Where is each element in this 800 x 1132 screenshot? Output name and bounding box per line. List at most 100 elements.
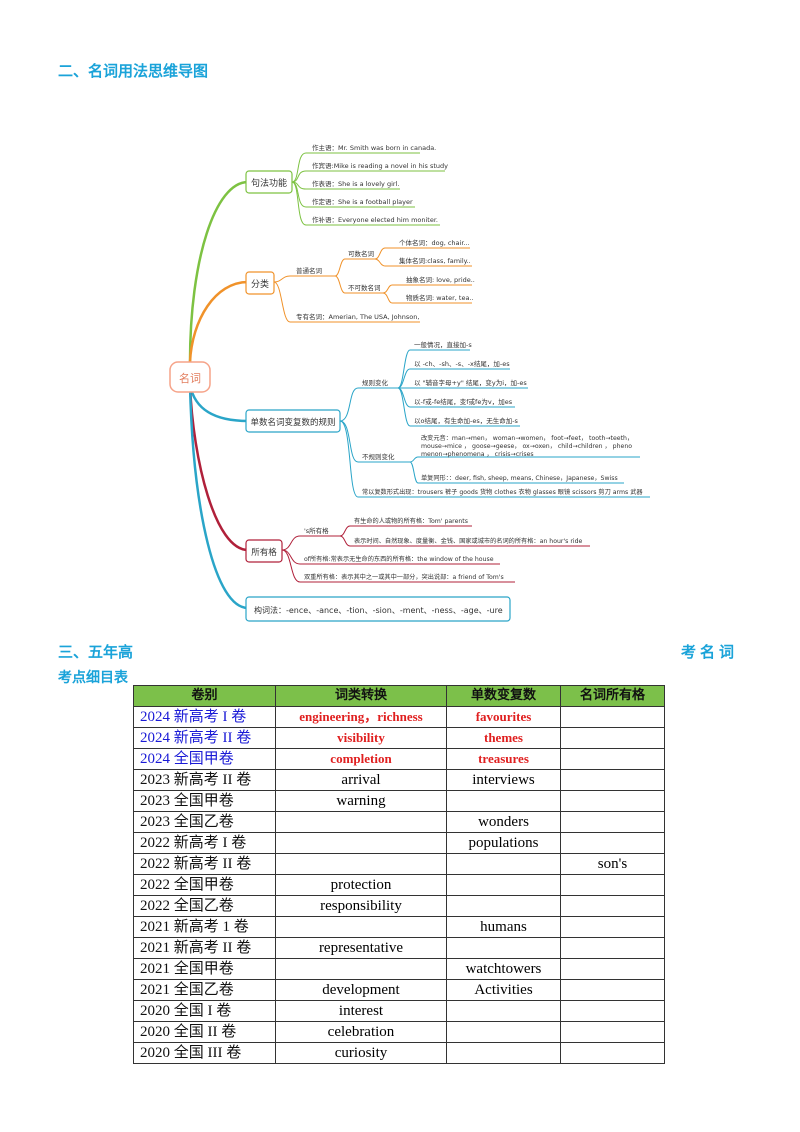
possessive-cell (560, 811, 665, 833)
irregular-change-label: 不规则变化 (362, 452, 395, 461)
conversion-cell: completion (275, 748, 447, 770)
plural-cell: watchtowers (446, 958, 561, 980)
syntax-item-5: 作补语：Everyone elected him moniter. (312, 215, 438, 224)
abstract-noun: 抽象名词: love, pride.. (406, 275, 475, 284)
plural-cell (446, 874, 561, 896)
possessive-cell (560, 790, 665, 812)
year-cell: 2024 新高考 I 卷 (133, 706, 276, 728)
irregular-rule-1: 改变元音：man→men， woman→women， foot→feet， to… (421, 434, 633, 442)
year-cell: 2022 新高考 I 卷 (133, 832, 276, 854)
possessive-cell (560, 916, 665, 938)
table-row: 2021 新高考 1 卷 humans (133, 916, 665, 938)
plural-cell (446, 895, 561, 917)
header-paper: 卷别 (133, 685, 276, 707)
syntax-item-4: 作定语：She is a football player (312, 197, 413, 206)
proper-noun: 专有名词：Amerian, The USA, Johnson, (296, 312, 419, 321)
s-possessive-rule-2: 表示时间、自然现象、度量衡、金钱、国家或城市的名词的所有格：an hour's … (354, 537, 583, 545)
regular-rule-4: 以-f或-fe结尾，变f或fe为v，加es (414, 397, 513, 406)
conversion-cell: engineering，richness (275, 706, 447, 728)
s-possessive-label: 's所有格 (304, 526, 329, 535)
possessive-cell (560, 1042, 665, 1064)
syntax-item-3: 作表语：She is a lovely girl. (312, 179, 399, 188)
conversion-cell: celebration (275, 1021, 447, 1043)
plural-cell: interviews (446, 769, 561, 791)
year-cell: 2023 全国甲卷 (133, 790, 276, 812)
material-noun: 物质名词: water, tea.. (406, 293, 474, 302)
common-noun-label: 普通名词 (296, 266, 322, 275)
conversion-cell (275, 958, 447, 980)
possessive-cell (560, 979, 665, 1001)
plural-cell (446, 937, 561, 959)
plural-cell: humans (446, 916, 561, 938)
conversion-cell: responsibility (275, 895, 447, 917)
regular-rule-3: 以 "辅音字母+y" 结尾，变y为i，加-es (414, 378, 527, 387)
year-cell: 2021 新高考 II 卷 (133, 937, 276, 959)
possessive-cell (560, 1021, 665, 1043)
syntax-branch-label: 句法功能 (251, 177, 287, 189)
possessive-cell (560, 937, 665, 959)
plural-cell (446, 1021, 561, 1043)
plural-cell (446, 853, 561, 875)
header-word-conversion: 词类转换 (275, 685, 447, 707)
plural-branch-label: 单数名词变复数的规则 (250, 417, 335, 428)
syntax-item-1: 作主语：Mr. Smith was born in canada. (312, 143, 436, 152)
possessive-cell (560, 832, 665, 854)
conversion-cell: warning (275, 790, 447, 812)
conversion-cell: arrival (275, 769, 447, 791)
possessive-branch-label: 所有格 (251, 547, 277, 558)
table-header-row: 卷别 词类转换 单数变复数 名词所有格 (133, 685, 665, 707)
collective-noun: 集体名词:class, family.. (399, 256, 471, 265)
year-cell: 2021 全国乙卷 (133, 979, 276, 1001)
year-cell: 2022 全国甲卷 (133, 874, 276, 896)
year-cell: 2023 新高考 II 卷 (133, 769, 276, 791)
syntax-item-2: 作宾语:Mike is reading a novel in his study (312, 161, 448, 170)
regular-rule-5: 以o结尾，有生命加-es，无生命加-s (414, 416, 519, 425)
year-cell: 2020 全国 III 卷 (133, 1042, 276, 1064)
year-cell: 2024 全国甲卷 (133, 748, 276, 770)
countable-noun-label: 可数名词 (348, 249, 374, 258)
regular-rule-1: 一般情况，直接加-s (414, 340, 472, 349)
double-possessive-rule: 双重所有格：表示其中之一或其中一部分，突出说部：a friend of Tom'… (304, 573, 504, 581)
conversion-cell: curiosity (275, 1042, 447, 1064)
conversion-cell (275, 853, 447, 875)
possessive-cell (560, 748, 665, 770)
conversion-cell: development (275, 979, 447, 1001)
irregular-rule-4: 单复同形：：deer, fish, sheep, means, Chinese，… (421, 474, 618, 482)
possessive-cell: son's (560, 853, 665, 875)
plural-cell: populations (446, 832, 561, 854)
possessive-cell (560, 1000, 665, 1022)
conversion-cell (275, 916, 447, 938)
year-cell: 2021 新高考 1 卷 (133, 916, 276, 938)
plural-cell: wonders (446, 811, 561, 833)
uncountable-noun-label: 不可数名词 (348, 283, 381, 292)
possessive-cell (560, 958, 665, 980)
root-node (169, 361, 211, 393)
header-possessive: 名词所有格 (560, 685, 665, 707)
section-3-title-right: 考名词 (681, 643, 739, 661)
possessive-cell (560, 895, 665, 917)
irregular-rule-3: menon→phenomena ， crisis→crises (421, 451, 534, 458)
year-cell: 2021 全国甲卷 (133, 958, 276, 980)
s-possessive-rule-1: 有生命的人或物的所有格：Tom' parents (354, 517, 468, 525)
conversion-cell (275, 811, 447, 833)
plural-cell: treasures (446, 748, 561, 770)
of-possessive-rule: of所有格:常表示无生命的东西的所有格：the window of the ho… (304, 555, 494, 563)
word-formation-rule: 构词法：-ence、-ance、-tion、-sion、-ment、-ness、… (254, 605, 503, 615)
plural-cell (446, 790, 561, 812)
table-row: 2021 全国甲卷 watchtowers (133, 958, 665, 980)
root-label: 名词 (179, 371, 201, 385)
plural-cell (446, 1042, 561, 1064)
year-cell: 2020 全国 II 卷 (133, 1021, 276, 1043)
